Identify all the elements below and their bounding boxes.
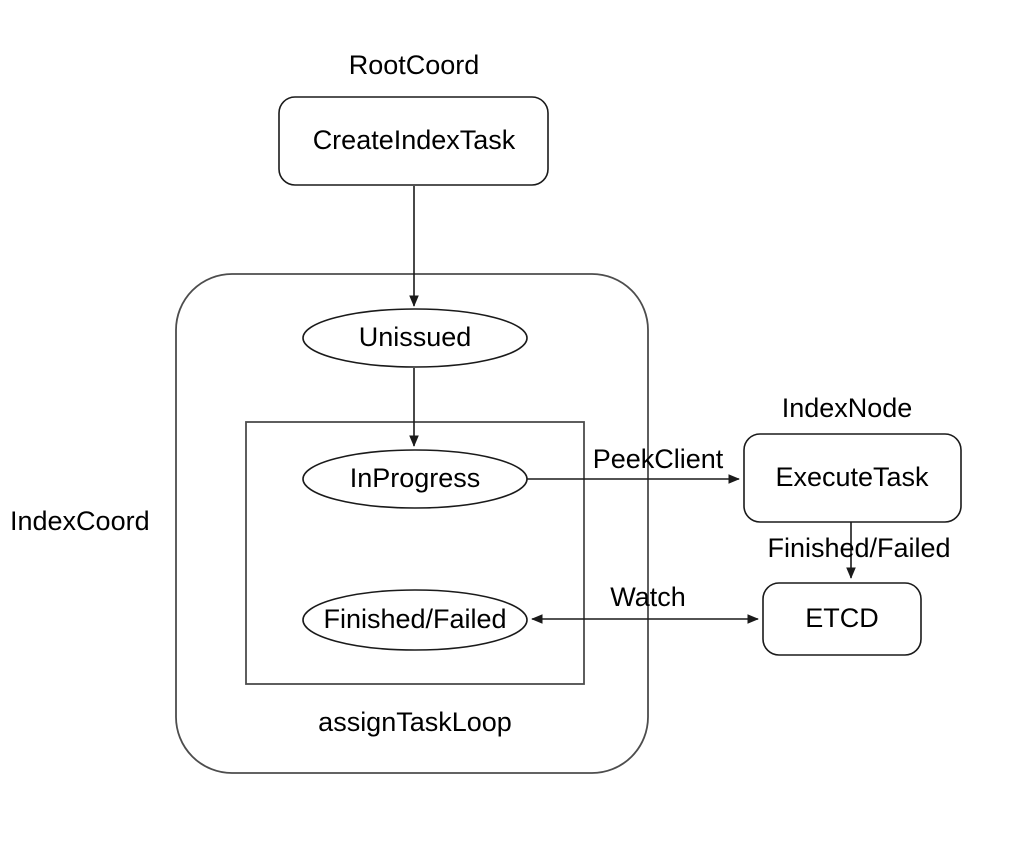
- group-indexcoord-label: IndexCoord: [10, 506, 150, 536]
- node-root-coord-label: RootCoord: [349, 50, 480, 80]
- edge-label-watch: Watch: [610, 582, 686, 612]
- node-in-progress[interactable]: InProgress: [302, 449, 528, 509]
- node-etcd-shape: [762, 582, 922, 656]
- node-finished-failed-state-label: Finished/Failed: [323, 604, 506, 634]
- node-etcd[interactable]: ETCD: [762, 582, 922, 656]
- group-assign-task-loop: [245, 421, 585, 685]
- node-etcd-label: ETCD: [805, 603, 879, 633]
- node-index-node-label: IndexNode: [782, 393, 913, 423]
- edge-label-finished-failed: Finished/Failed: [767, 533, 950, 563]
- node-unissued[interactable]: Unissued: [302, 308, 528, 368]
- node-unissued-shape: [302, 308, 528, 368]
- node-in-progress-shape: [302, 449, 528, 509]
- node-finished-failed-state-shape: [302, 589, 528, 651]
- node-execute-task[interactable]: ExecuteTask: [743, 433, 962, 523]
- edge-label-peekclient: PeekClient: [593, 444, 724, 474]
- node-finished-failed-state[interactable]: Finished/Failed: [302, 589, 528, 651]
- node-unissued-label: Unissued: [359, 322, 472, 352]
- group-indexcoord: [175, 273, 649, 774]
- node-create-index-task[interactable]: CreateIndexTask: [278, 96, 549, 186]
- node-create-index-task-shape: [278, 96, 549, 186]
- node-execute-task-shape: [743, 433, 962, 523]
- node-execute-task-label: ExecuteTask: [775, 462, 929, 492]
- node-in-progress-label: InProgress: [350, 463, 481, 493]
- node-create-index-task-label: CreateIndexTask: [313, 125, 516, 155]
- group-assign-task-loop-label: assignTaskLoop: [318, 707, 512, 737]
